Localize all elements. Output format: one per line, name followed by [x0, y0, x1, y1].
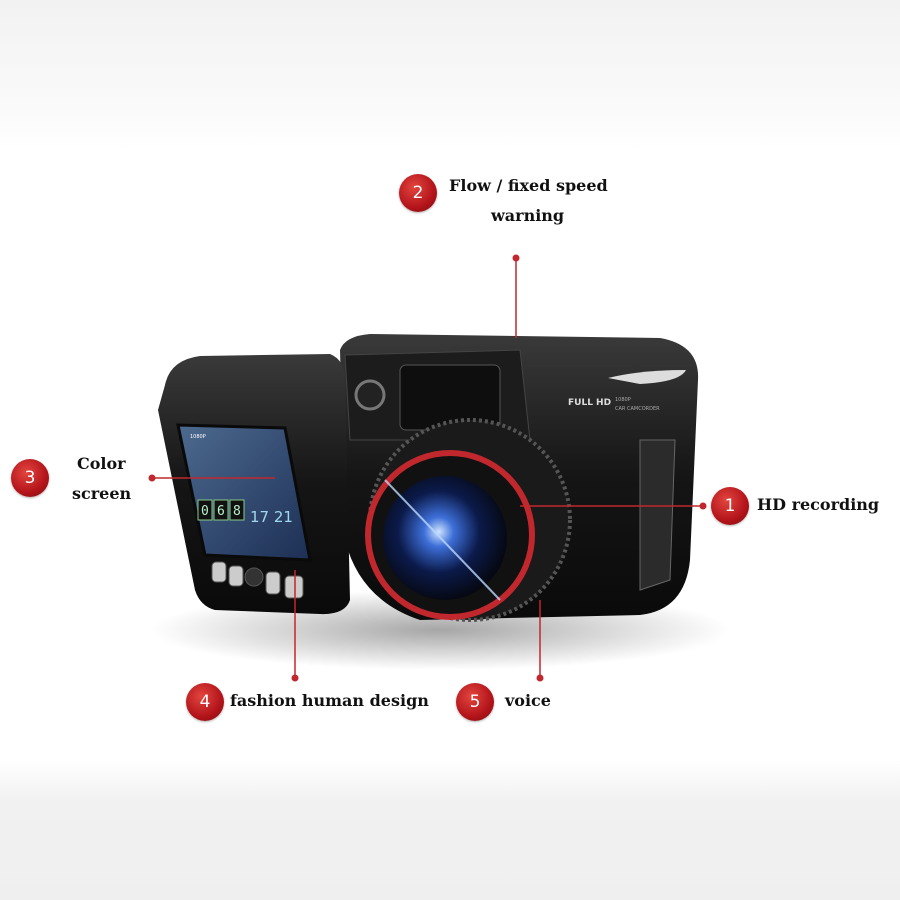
side-bracket — [639, 439, 676, 591]
color-screen — [176, 423, 312, 562]
callout-label-5: voice — [505, 691, 551, 710]
svg-text:8: 8 — [233, 504, 241, 519]
lens-flare — [384, 479, 501, 601]
svg-text:0: 0 — [201, 504, 209, 519]
control-buttons — [211, 561, 304, 599]
lens-glass — [383, 476, 507, 600]
button-back[interactable] — [228, 565, 244, 587]
callout-badge-3: 3 — [11, 459, 49, 497]
speed-readout: 0 6 8 — [197, 499, 245, 521]
callout-label-3-line2: screen — [72, 484, 132, 503]
background-bottom-band — [0, 760, 900, 900]
button-ok[interactable] — [244, 567, 264, 587]
leader-dots — [148, 254, 707, 682]
callout-badge-1: 1 — [711, 487, 749, 525]
button-3[interactable] — [265, 571, 281, 595]
callout-label-1: HD recording — [757, 495, 880, 514]
screen-clock: 17 21 — [250, 508, 293, 526]
resolution-text: 1080P — [615, 397, 631, 403]
sensor-icon — [354, 379, 386, 411]
callout-badge-2: 2 — [399, 174, 437, 212]
leader-lines — [152, 258, 703, 678]
callout-label-4: fashion human design — [230, 691, 429, 710]
button-1[interactable] — [211, 561, 227, 583]
callout-badge-5: 5 — [456, 683, 494, 721]
callout-label-3-line1: Color — [77, 454, 126, 473]
callout-badge-4: 4 — [186, 683, 224, 721]
screen-resolution: 1080P — [190, 434, 206, 440]
button-4[interactable] — [284, 575, 304, 599]
callout-label-2-line2: warning — [491, 206, 565, 225]
light-strip — [608, 370, 686, 384]
background-top-band — [0, 0, 900, 150]
full-hd-text: FULL HD — [568, 398, 611, 408]
model-text: CAR CAMCORDER — [615, 406, 660, 412]
svg-text:6: 6 — [217, 504, 225, 519]
callout-label-2-line1: Flow / fixed speed — [449, 176, 608, 195]
